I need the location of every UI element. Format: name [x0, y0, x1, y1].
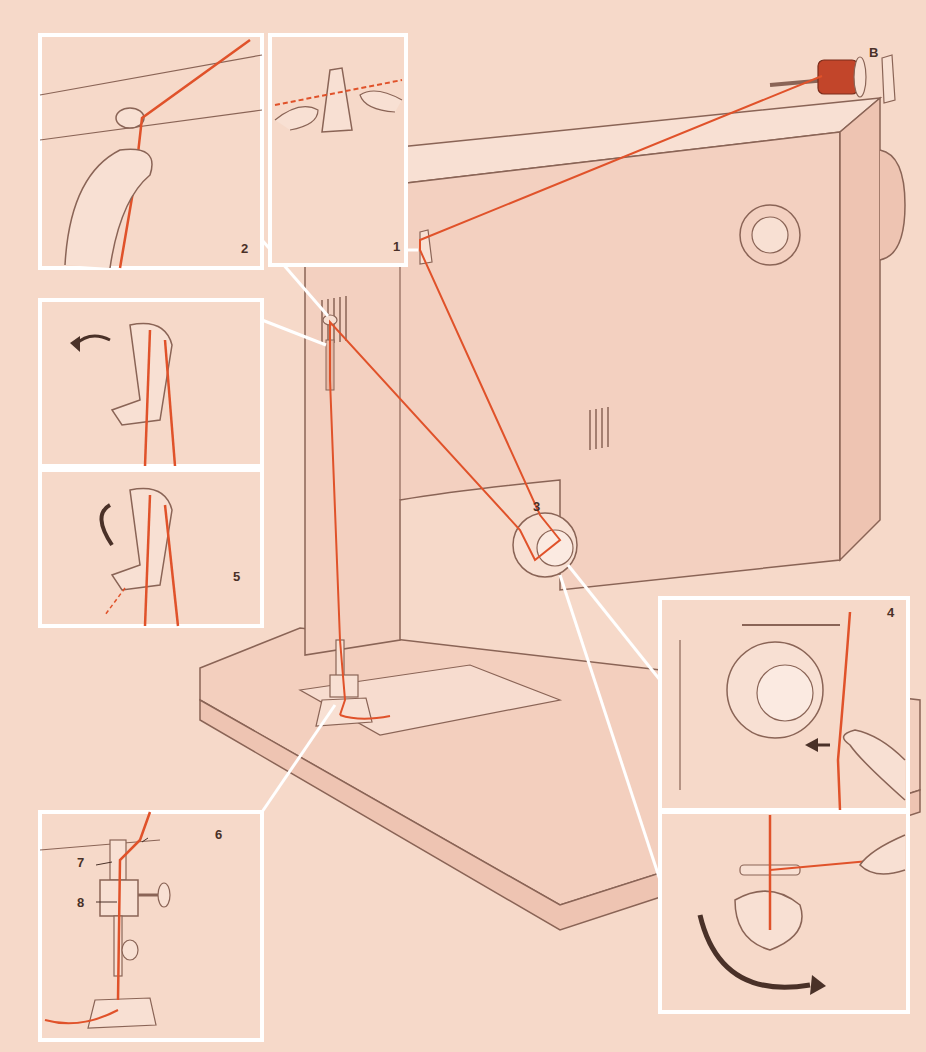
stitch-dial	[740, 205, 800, 265]
callout-number: B	[868, 46, 879, 59]
inset-1	[270, 35, 406, 265]
spool-post	[882, 55, 895, 103]
vents	[322, 296, 346, 345]
inset-4	[660, 598, 908, 1012]
callout-number: 1	[392, 240, 401, 253]
needle-plate	[300, 665, 560, 735]
thread-tail	[340, 715, 390, 719]
callout-number: 5	[232, 570, 241, 583]
handwheel	[880, 150, 905, 260]
spool-cap	[854, 57, 866, 97]
stitch-dial-knob	[752, 217, 788, 253]
tension-knob	[537, 530, 573, 566]
callout-number: 7	[76, 856, 85, 869]
callout-number: 3	[532, 500, 541, 513]
leader-lines	[262, 240, 660, 880]
inset-2	[40, 35, 262, 268]
inset-678	[40, 812, 262, 1040]
arm-side	[840, 98, 880, 560]
callout-number: 2	[240, 242, 249, 255]
callout-number: 6	[214, 828, 223, 841]
callout-number: 4	[886, 606, 895, 619]
callout-number: 8	[76, 896, 85, 909]
side-vents	[590, 407, 608, 450]
spool	[818, 60, 858, 94]
inset-5	[40, 300, 262, 626]
